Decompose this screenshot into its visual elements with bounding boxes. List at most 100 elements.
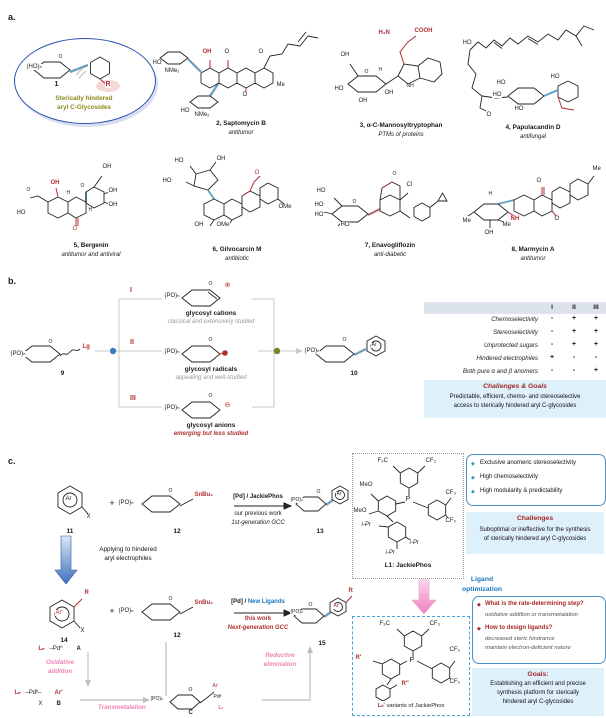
table-cell: - <box>550 341 554 348</box>
compound-activity: antitumor <box>228 130 254 136</box>
challenges-goals-title: Challenges & Goals <box>483 383 547 390</box>
ligand-optimization-arrow <box>411 577 437 615</box>
answer-2b: maintain electron-deficient nature <box>485 645 571 651</box>
panel-b-label: b. <box>8 276 16 286</box>
new-ligands-label: New Ligands <box>247 599 285 605</box>
diamond-icon: ◆ <box>471 461 475 467</box>
product13-skeleton <box>295 485 349 512</box>
atom-label: HO <box>162 178 172 184</box>
answer-2a: decreased steric hindrance <box>485 636 555 642</box>
goals-line3: hindered aryl C-glycosides <box>502 699 574 705</box>
compound-name: 6, Gilvocarcin M <box>212 246 262 253</box>
atom-label: HO <box>314 202 324 208</box>
atom-label: MeO <box>359 482 374 488</box>
goals-box: Goals: Establishing an efficient and pre… <box>472 668 604 716</box>
glycoside-skeleton <box>33 56 120 92</box>
atom-label: R <box>105 81 112 88</box>
atom-label: HO <box>16 210 26 216</box>
table-cell: - <box>550 315 554 322</box>
atom-label: Lₙ <box>14 690 22 696</box>
atom-label: O <box>486 112 492 118</box>
atom-label: HO <box>496 80 506 86</box>
atom-label: Me <box>276 82 286 88</box>
atom-label: O <box>342 337 347 343</box>
atom-label: R″ <box>401 681 410 687</box>
atom-label: SnBu₃ <box>194 600 214 606</box>
oxidative-addition-line1: Oxidative <box>46 659 74 666</box>
atom-label: O <box>254 170 260 176</box>
diamond-icon: ◆ <box>477 602 481 608</box>
label-15: 15 <box>318 640 326 647</box>
atom-label: C <box>188 710 194 716</box>
label-9: 9 <box>60 370 65 377</box>
oval-caption-line2: aryl C-Glycosides <box>57 104 111 111</box>
atom-label: OH <box>384 90 394 96</box>
atom-label: (PO)ₙ <box>290 497 304 503</box>
atom-label: Lₙ <box>38 646 46 652</box>
label-11: 11 <box>66 528 74 535</box>
atom-label: HO <box>492 92 502 98</box>
label-10: 10 <box>350 370 358 377</box>
compound-activity: PTMs of proteins <box>378 132 424 138</box>
atom-label: X <box>86 514 92 520</box>
atom-label: O <box>208 281 213 287</box>
plus-sign: + <box>109 606 115 616</box>
gilvocarcin-skeleton <box>185 161 285 227</box>
cation-skeleton <box>181 289 221 307</box>
atom-label: (PO)ₙ <box>164 293 181 299</box>
branch-network-lines <box>95 298 296 408</box>
atom-label: Ar′ <box>333 603 340 609</box>
diamond-icon: ◆ <box>477 626 481 632</box>
diamond-icon: ◆ <box>471 489 475 495</box>
compound-name: 7, Enavogliflozin <box>364 242 416 249</box>
apply-arrow-line2: aryl electrophiles <box>104 555 152 562</box>
atom-label: CF₃ <box>429 621 441 627</box>
advantage-item: Exclusive anomeric stereoselectivity <box>480 460 577 466</box>
atom-label: (PO)ₙ <box>118 500 135 506</box>
challenges-line2: of sterically hindered aryl C-glycosides <box>483 536 587 542</box>
atom-label: NH <box>406 83 415 89</box>
oxidative-addition-line2: addition <box>47 668 73 675</box>
atom-label: OH <box>108 202 118 208</box>
atom-label: HO <box>550 74 560 80</box>
question-2: How to design ligands? <box>485 625 553 631</box>
atom-label: O <box>72 226 78 232</box>
atom-label: (PO)ₙ <box>118 608 135 614</box>
compound-activity: anti-diabetic <box>373 252 407 258</box>
radical-skeleton <box>181 345 228 363</box>
compound-activity: antibiotic <box>225 256 249 262</box>
donor-skeleton <box>21 345 81 363</box>
atom-label: X <box>38 701 44 707</box>
atom-label: ⊕ <box>224 282 231 289</box>
atom-label: R <box>348 588 354 594</box>
atom-label: F₃C <box>377 458 389 464</box>
atom-label: i-Pr <box>361 522 372 528</box>
variants-caption: Lₙ′ variants of JackiePhos <box>353 703 469 709</box>
apply-arrow-line1: Applying to hindered <box>99 546 157 553</box>
papulacandin-skeleton <box>467 25 595 112</box>
atom-label: ⊖ <box>224 402 231 409</box>
challenges-line1: Suboptimal or ineffective for the synthe… <box>479 527 591 533</box>
atom-label: O <box>536 178 542 184</box>
ligand-opt-line2: optimization <box>461 586 503 593</box>
table-col-II: II <box>572 304 576 311</box>
atom-label: O <box>352 199 357 205</box>
atom-label: Me <box>502 222 512 228</box>
merge-node-olive <box>273 347 281 355</box>
atom-label: CF₃ <box>445 518 457 524</box>
table-cell: + <box>593 341 599 348</box>
goals-title: Goals: <box>527 671 549 678</box>
plus-sign: + <box>109 498 115 508</box>
table-row-label: Chemoselectivity <box>491 316 538 323</box>
